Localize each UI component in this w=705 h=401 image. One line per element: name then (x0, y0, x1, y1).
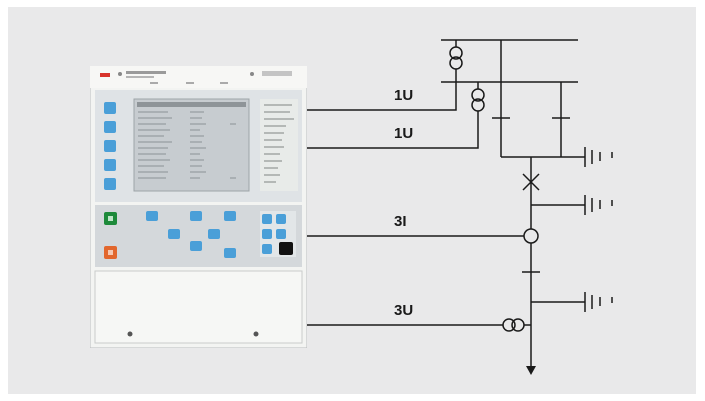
function-button-5 (104, 178, 116, 190)
keypad-key (262, 244, 272, 254)
keypad-key (208, 229, 220, 239)
signal-label-1u-a: 1U (394, 87, 414, 104)
keypad-key (224, 211, 236, 221)
signal-label-1u-b: 1U (394, 125, 414, 142)
keypad-key (224, 248, 236, 258)
lcd-display (133, 98, 250, 192)
function-button-2 (104, 121, 116, 133)
signal-label-3i: 3I (394, 213, 407, 230)
protection-relay-device (90, 66, 307, 348)
signal-line-1u-b (307, 111, 479, 149)
voltage-transformer-2-icon (471, 88, 485, 102)
current-transformer-icon (523, 228, 539, 244)
keypad-key (190, 241, 202, 251)
keypad-key (146, 211, 158, 221)
communication-port (279, 242, 293, 255)
keypad-key (168, 229, 180, 239)
signal-label-3u: 3U (394, 302, 414, 319)
brand-logo (100, 73, 110, 77)
mounting-screw (253, 331, 259, 337)
feeder-arrow-icon (526, 366, 536, 375)
signal-line-1u-a (307, 69, 457, 111)
function-button-1 (104, 102, 116, 114)
mounting-screw (127, 331, 133, 337)
keypad-key (276, 214, 286, 224)
voltage-transformer-1-icon (449, 46, 463, 60)
keypad-key (262, 229, 272, 239)
keypad-key (190, 211, 202, 221)
function-button-3 (104, 140, 116, 152)
keypad-key (262, 214, 272, 224)
keypad-key (276, 229, 286, 239)
function-button-4 (104, 159, 116, 171)
